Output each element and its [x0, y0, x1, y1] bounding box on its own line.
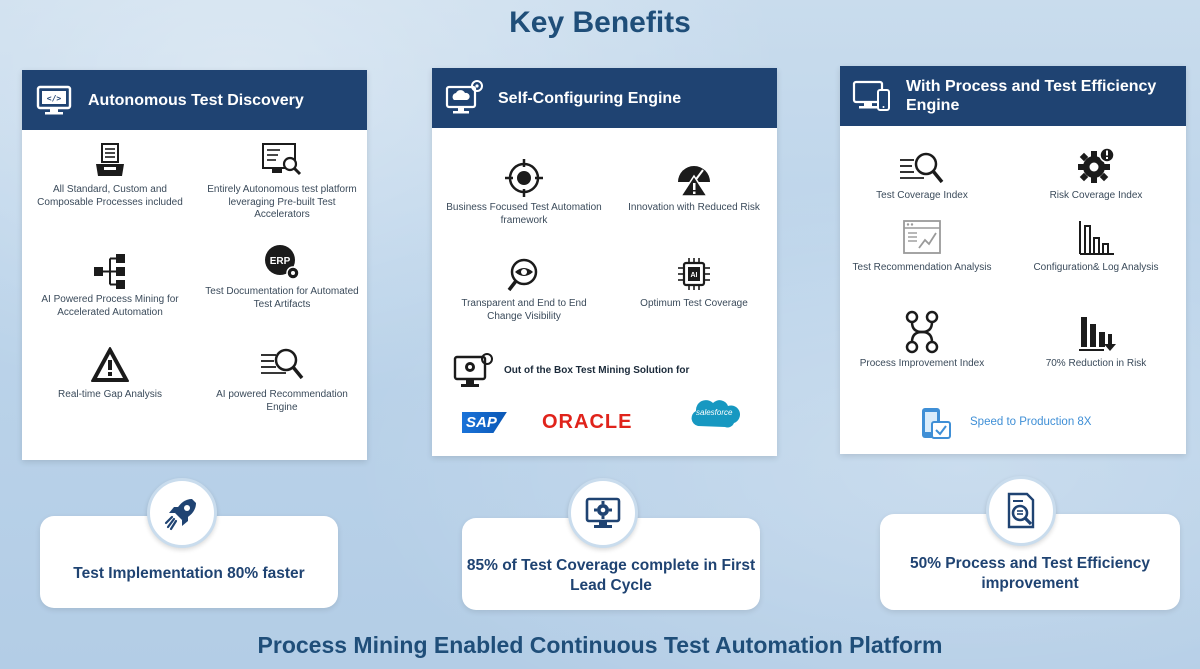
- card-title: With Process and Test Efficiency Engine: [906, 78, 1157, 114]
- feature-configuration-log-analysis: Configuration& Log Analysis: [1016, 218, 1176, 275]
- feature-label: Test Documentation for Automated Test Ar…: [205, 286, 359, 310]
- feature-process-improvement-index: Process Improvement Index: [842, 310, 1002, 371]
- pill-label: 85% of Test Coverage complete in First L…: [466, 557, 756, 594]
- feature-ai-process-mining: AI Powered Process Mining for Accelerate…: [30, 252, 190, 319]
- feature-label: Innovation with Reduced Risk: [628, 202, 760, 213]
- card-header: Self-Configuring Engine: [432, 68, 777, 128]
- feature-business-focused: Business Focused Test Automation framewo…: [444, 158, 604, 227]
- feature-optimum-coverage: AI Optimum Test Coverage: [614, 256, 774, 311]
- feature-label: Configuration& Log Analysis: [1033, 262, 1159, 273]
- sap-logo: SAP: [462, 412, 507, 433]
- salesforce-logo: salesforce: [688, 396, 742, 432]
- feature-risk-coverage-index: Risk Coverage Index: [1016, 146, 1176, 203]
- bar-chart-icon: [1079, 221, 1114, 255]
- code-monitor-icon: </>: [36, 85, 72, 115]
- feature-label: All Standard, Custom and Composable Proc…: [37, 184, 183, 208]
- feature-label: Risk Coverage Index: [1049, 190, 1143, 201]
- card-self-configuring-engine: Self-Configuring Engine Business Focused…: [432, 68, 777, 456]
- platform-tagline: Process Mining Enabled Continuous Test A…: [257, 632, 943, 658]
- target-icon: [505, 159, 543, 197]
- feature-label: 70% Reduction in Risk: [1045, 358, 1147, 369]
- oracle-logo: ORACLE: [542, 411, 633, 433]
- monitor-gear-badge: [568, 478, 638, 548]
- feature-label: Optimum Test Coverage: [640, 298, 748, 309]
- warning-icon: [91, 347, 129, 382]
- monitor-gear-icon: [585, 497, 621, 528]
- card-autonomous-test-discovery: </> Autonomous Test Discovery All Standa…: [22, 70, 367, 460]
- erp-gear-icon: ERP: [265, 245, 300, 280]
- pill-label: 50% Process and Test Efficiency improvem…: [909, 555, 1151, 592]
- monitor-gear-icon: [453, 353, 493, 387]
- devices-icon: [852, 80, 890, 111]
- card-title: Autonomous Test Discovery: [88, 91, 304, 109]
- feature-test-recommendation-analysis: Test Recommendation Analysis: [842, 218, 1002, 275]
- feature-ai-recommendation: AI powered Recommendation Engine: [202, 345, 362, 414]
- card-header: With Process and Test Efficiency Engine: [840, 66, 1186, 126]
- cloud-monitor-gear-icon: [445, 80, 483, 114]
- feature-label: Test Coverage Index: [876, 190, 968, 201]
- gear-alert-icon: [1078, 147, 1115, 183]
- document-stack-icon: [96, 143, 124, 176]
- rocket-icon: [164, 499, 196, 531]
- browser-chart-icon: [903, 220, 941, 254]
- feature-label: Entirely Autonomous test platform levera…: [207, 184, 357, 220]
- card-efficiency-engine: With Process and Test Efficiency Engine …: [840, 66, 1186, 454]
- feature-reduction-in-risk: 70% Reduction in Risk: [1016, 314, 1176, 371]
- feature-label: Business Focused Test Automation framewo…: [446, 202, 602, 226]
- svg-text:</>: </>: [47, 94, 62, 103]
- feature-label: AI powered Recommendation Engine: [216, 389, 348, 413]
- document-magnifier-badge: [986, 476, 1056, 546]
- feature-standard-processes: All Standard, Custom and Composable Proc…: [30, 140, 190, 209]
- feature-autonomous-platform: Entirely Autonomous test platform levera…: [202, 140, 362, 222]
- eye-magnifier-icon: [507, 258, 538, 292]
- mobile-check-icon: [922, 408, 951, 439]
- svg-text:ERP: ERP: [270, 256, 291, 267]
- document-magnifier-icon: [1007, 492, 1035, 529]
- process-branch-icon: [905, 310, 939, 354]
- svg-text:AI: AI: [691, 272, 698, 279]
- feature-label: Process Improvement Index: [859, 358, 985, 369]
- feature-label: Real-time Gap Analysis: [58, 389, 162, 400]
- feature-test-documentation: ERP Test Documentation for Automated Tes…: [202, 242, 362, 311]
- process-flow-icon: [94, 254, 125, 289]
- feature-transparent-visibility: Transparent and End to End Change Visibi…: [444, 256, 604, 323]
- page-title: Key Benefits: [509, 6, 691, 39]
- pill-label: Test Implementation 80% faster: [73, 565, 305, 582]
- bar-down-icon: [1079, 317, 1116, 351]
- card-header: </> Autonomous Test Discovery: [22, 70, 367, 130]
- risk-gauge-icon: [678, 166, 710, 197]
- salesforce-cloud-icon: [691, 400, 741, 428]
- feature-innovation-risk: Innovation with Reduced Risk: [614, 158, 774, 215]
- magnifier-lines-icon: [261, 348, 304, 380]
- monitor-search-icon: [262, 143, 302, 176]
- ai-chip-icon: AI: [678, 258, 710, 290]
- feature-gap-analysis: Real-time Gap Analysis: [30, 345, 190, 402]
- card-title: Self-Configuring Engine: [498, 89, 682, 107]
- feature-label: Transparent and End to End Change Visibi…: [461, 298, 587, 322]
- rocket-badge: [147, 478, 217, 548]
- feature-label: Test Recommendation Analysis: [852, 262, 992, 273]
- lines-magnifier-icon: [900, 152, 944, 184]
- salesforce-logo-text: salesforce: [696, 408, 733, 417]
- feature-label: AI Powered Process Mining for Accelerate…: [41, 294, 179, 318]
- feature-test-coverage-index: Test Coverage Index: [842, 150, 1002, 203]
- out-of-box-label: Out of the Box Test Mining Solution for: [504, 365, 690, 376]
- speed-to-production-label: Speed to Production 8X: [970, 416, 1092, 428]
